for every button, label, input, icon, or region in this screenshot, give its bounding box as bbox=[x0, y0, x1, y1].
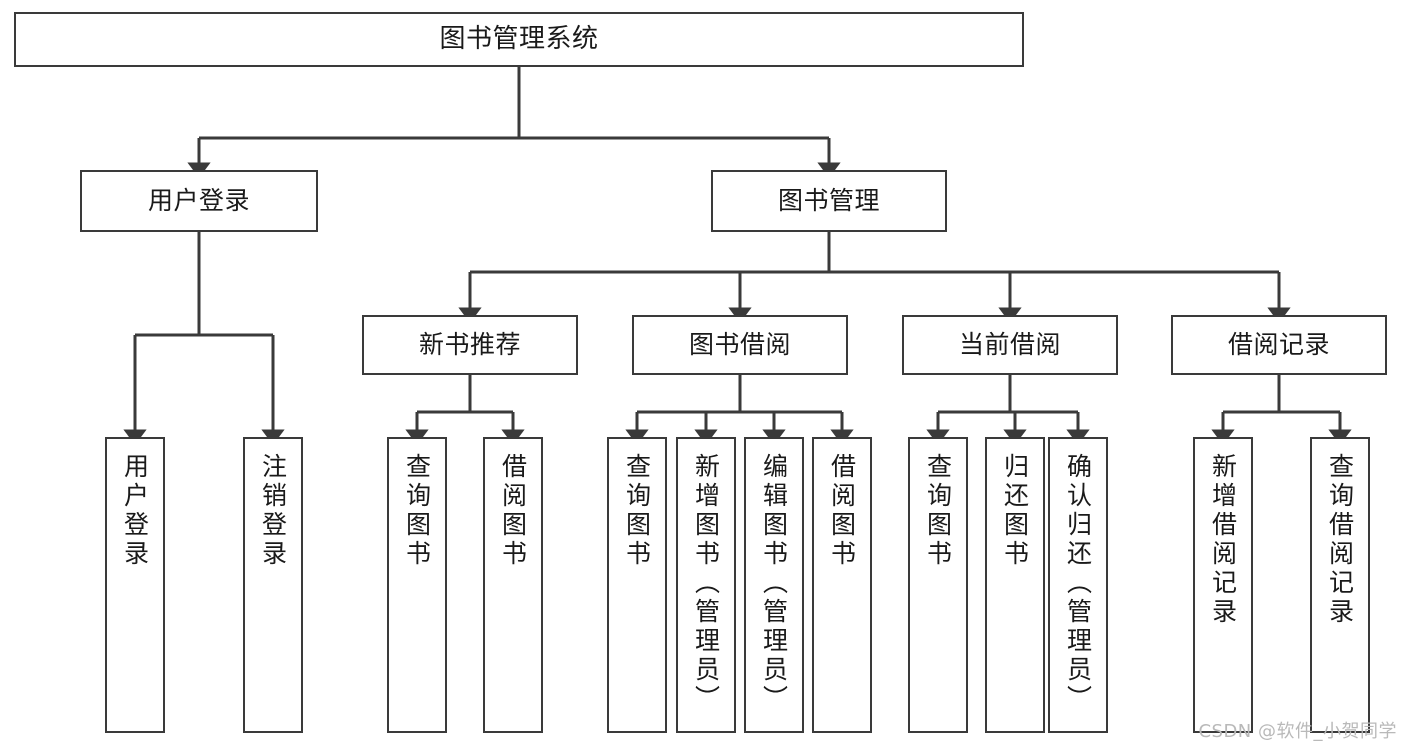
node-leaf-user-logout[interactable]: 注销登录 bbox=[243, 437, 303, 733]
node-leaf-cur-confirm[interactable]: 确认归还（管理员） bbox=[1048, 437, 1108, 733]
node-label-new-book-rec: 新书推荐 bbox=[418, 330, 521, 359]
node-label-leaf-cur-query: 查询图书 bbox=[923, 453, 953, 569]
node-leaf-rec-query[interactable]: 查询图书 bbox=[387, 437, 447, 733]
node-leaf-user-login[interactable]: 用户登录 bbox=[105, 437, 165, 733]
node-new-book-rec[interactable]: 新书推荐 bbox=[362, 315, 578, 375]
node-label-leaf-cur-confirm: 确认归还（管理员） bbox=[1063, 453, 1093, 714]
node-book-manage[interactable]: 图书管理 bbox=[711, 170, 947, 232]
csdn-watermark: CSDN @软件_小贺同学 bbox=[1198, 721, 1397, 742]
node-label-leaf-rec-query: 查询图书 bbox=[402, 453, 432, 569]
node-label-book-manage: 图书管理 bbox=[777, 186, 880, 215]
node-leaf-borrow-edit[interactable]: 编辑图书（管理员） bbox=[744, 437, 804, 733]
node-label-leaf-borrow-lend: 借阅图书 bbox=[827, 453, 857, 569]
node-label-leaf-user-login: 用户登录 bbox=[120, 453, 150, 569]
node-label-leaf-cur-return: 归还图书 bbox=[1000, 453, 1030, 569]
node-leaf-rec-add[interactable]: 新增借阅记录 bbox=[1193, 437, 1253, 733]
node-leaf-borrow-add[interactable]: 新增图书（管理员） bbox=[676, 437, 736, 733]
node-label-leaf-borrow-add: 新增图书（管理员） bbox=[691, 453, 721, 714]
node-label-current-borrow: 当前借阅 bbox=[958, 330, 1061, 359]
node-label-borrow-record: 借阅记录 bbox=[1227, 330, 1330, 359]
node-leaf-rec-borrow[interactable]: 借阅图书 bbox=[483, 437, 543, 733]
node-leaf-borrow-lend[interactable]: 借阅图书 bbox=[812, 437, 872, 733]
node-label-leaf-rec-search: 查询借阅记录 bbox=[1325, 453, 1355, 627]
node-leaf-rec-search[interactable]: 查询借阅记录 bbox=[1310, 437, 1370, 733]
node-label-leaf-rec-borrow: 借阅图书 bbox=[498, 453, 528, 569]
node-label-user-login: 用户登录 bbox=[147, 186, 250, 215]
node-label-leaf-borrow-edit: 编辑图书（管理员） bbox=[759, 453, 789, 714]
node-leaf-cur-return[interactable]: 归还图书 bbox=[985, 437, 1045, 733]
node-user-login[interactable]: 用户登录 bbox=[80, 170, 318, 232]
node-leaf-cur-query[interactable]: 查询图书 bbox=[908, 437, 968, 733]
node-label-leaf-user-logout: 注销登录 bbox=[258, 453, 288, 569]
node-leaf-borrow-query[interactable]: 查询图书 bbox=[607, 437, 667, 733]
node-label-leaf-borrow-query: 查询图书 bbox=[622, 453, 652, 569]
node-borrow-record[interactable]: 借阅记录 bbox=[1171, 315, 1387, 375]
node-label-leaf-rec-add: 新增借阅记录 bbox=[1208, 453, 1238, 627]
node-current-borrow[interactable]: 当前借阅 bbox=[902, 315, 1118, 375]
node-label-root: 图书管理系统 bbox=[439, 23, 599, 54]
node-book-borrow[interactable]: 图书借阅 bbox=[632, 315, 848, 375]
node-label-book-borrow: 图书借阅 bbox=[688, 330, 791, 359]
node-root[interactable]: 图书管理系统 bbox=[14, 12, 1024, 67]
